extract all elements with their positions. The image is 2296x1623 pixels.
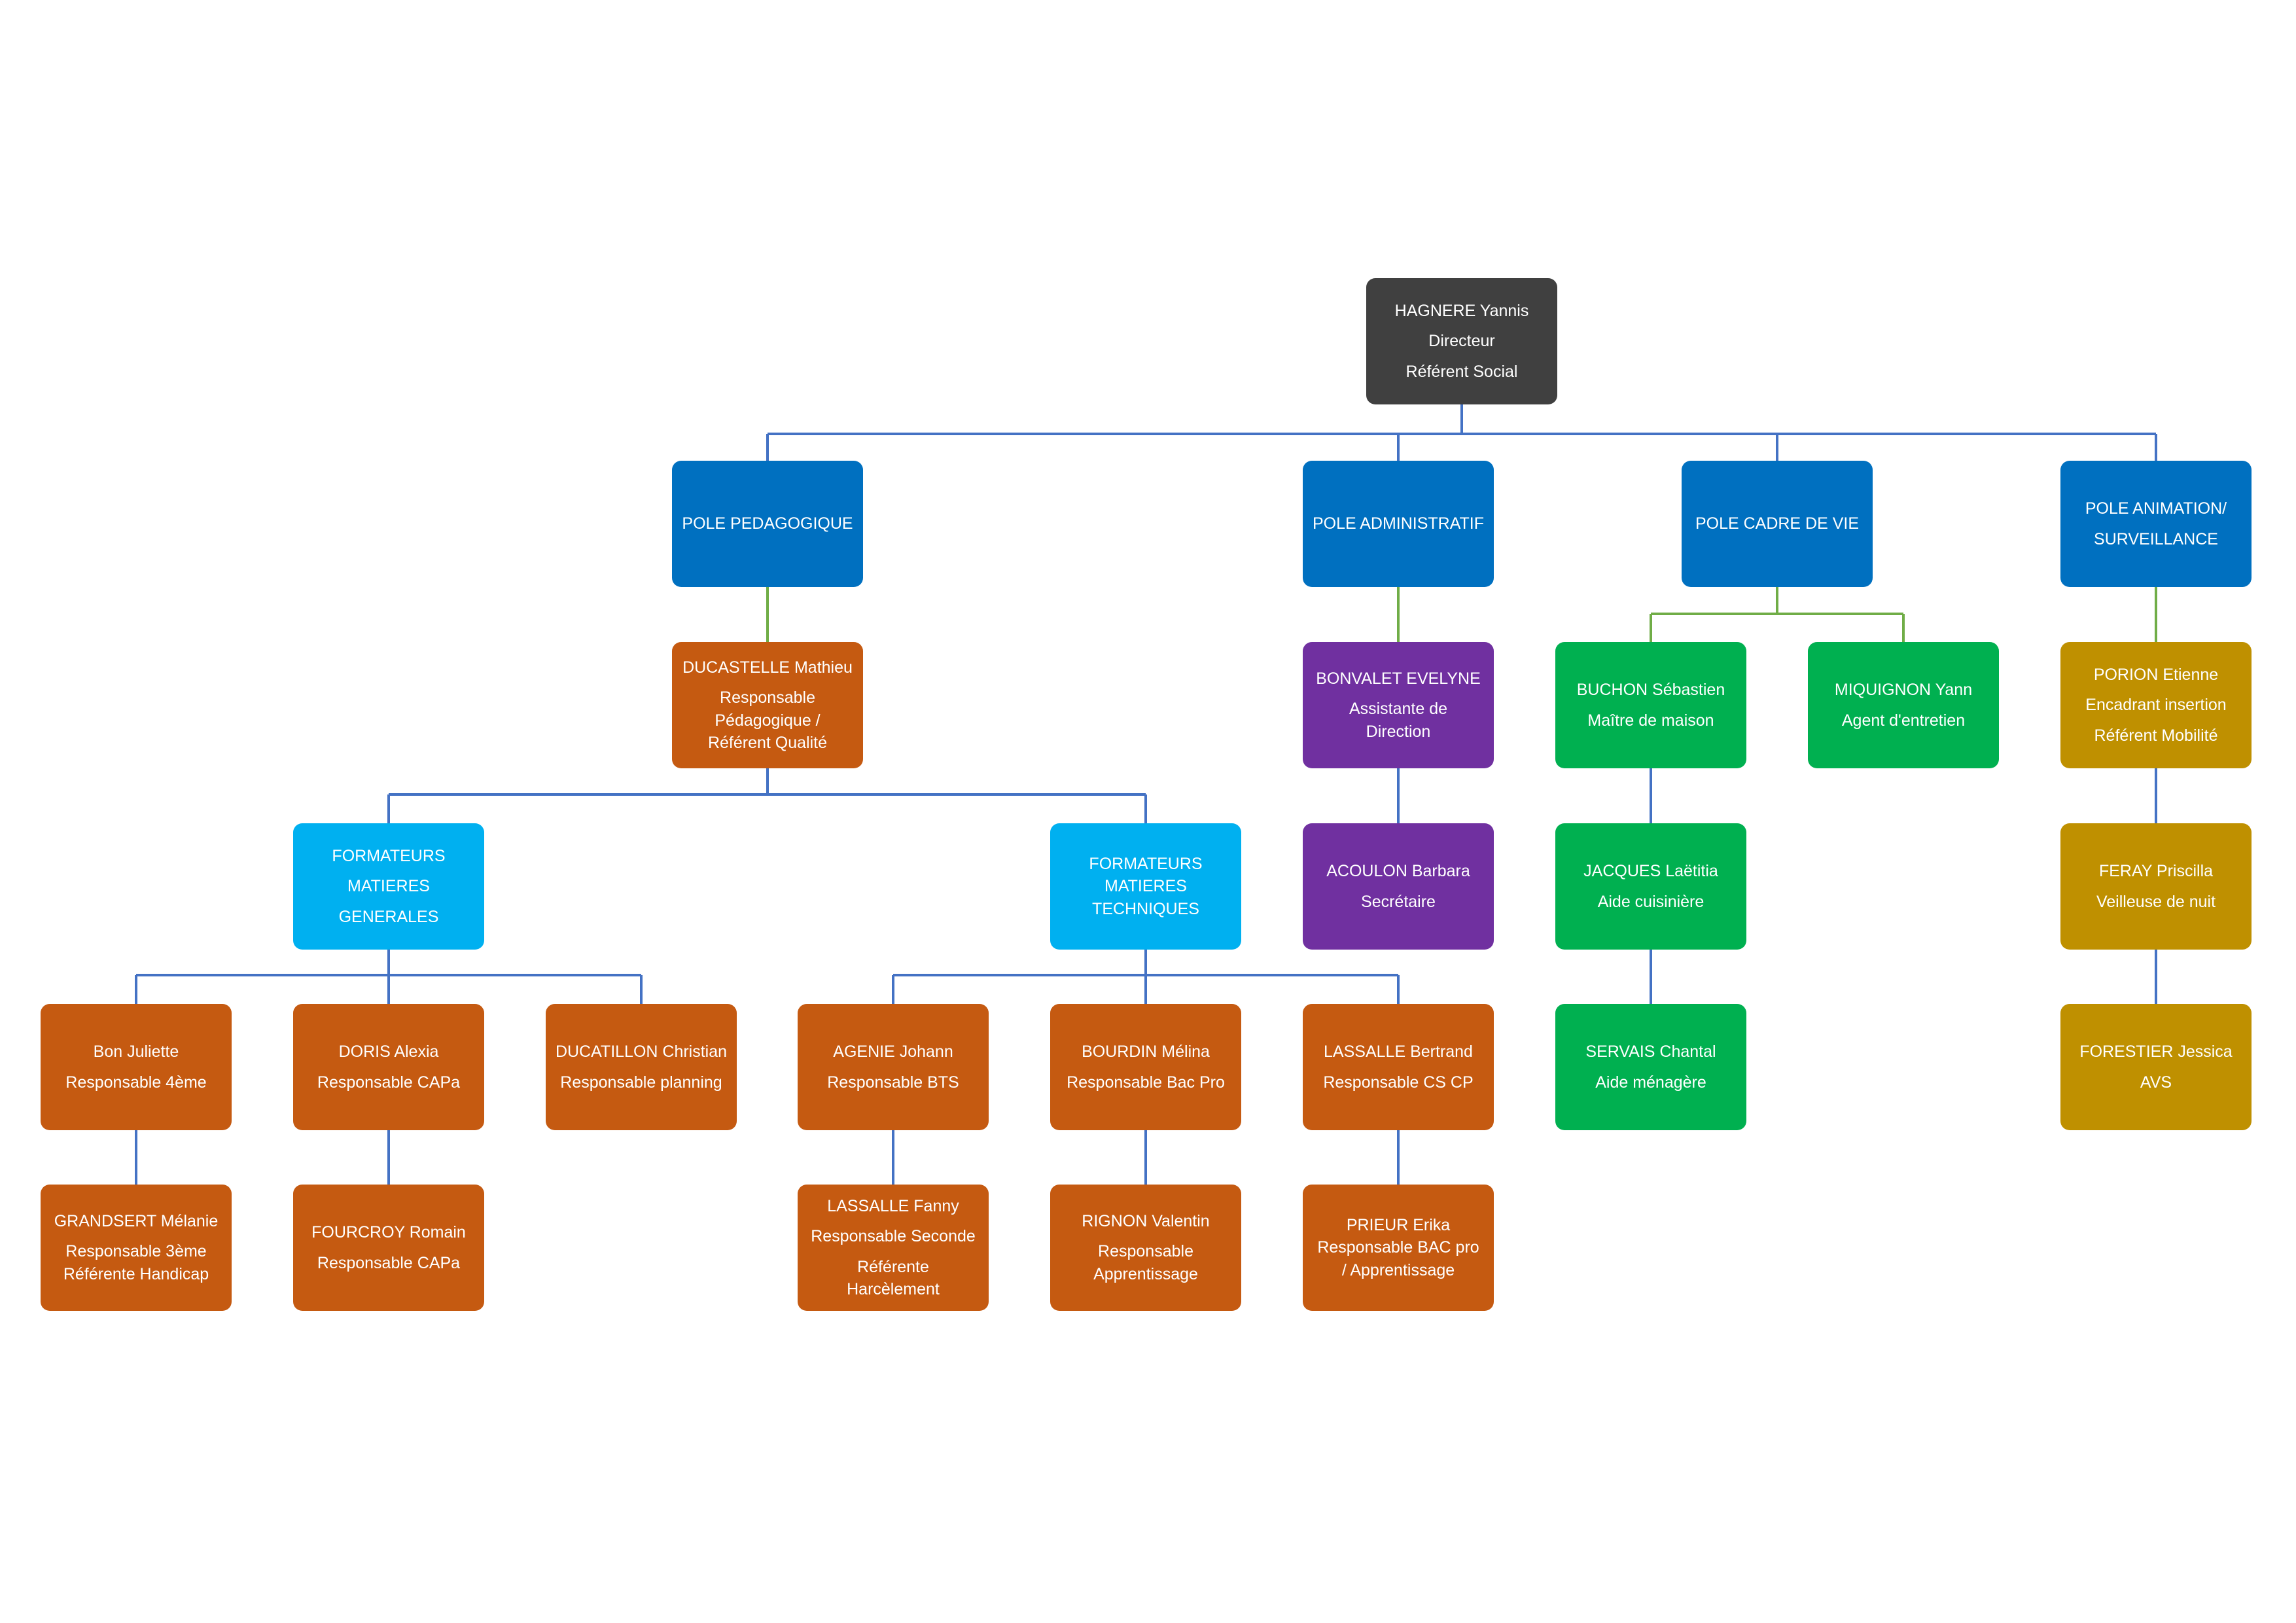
node-pole-animation: POLE ANIMATION/ SURVEILLANCE	[2060, 461, 2252, 587]
node-line: Responsable Seconde	[811, 1227, 976, 1245]
node-lassalle-fanny: LASSALLE Fanny Responsable Seconde Référ…	[798, 1185, 989, 1311]
node-line: BOURDIN Mélina	[1082, 1043, 1210, 1061]
node-pole-pedagogique: POLE PEDAGOGIQUE	[672, 461, 863, 587]
node-forestier: FORESTIER Jessica AVS	[2060, 1004, 2252, 1130]
node-lassalle-bertrand: LASSALLE Bertrand Responsable CS CP	[1303, 1004, 1494, 1130]
node-line: POLE ADMINISTRATIF	[1312, 514, 1485, 533]
node-line: AGENIE Johann	[833, 1043, 953, 1061]
node-rignon: RIGNON Valentin Responsable Apprentissag…	[1050, 1185, 1241, 1311]
node-feray: FERAY Priscilla Veilleuse de nuit	[2060, 823, 2252, 950]
node-line: Aide cuisinière	[1597, 892, 1704, 911]
node-line: Maître de maison	[1587, 711, 1714, 730]
node-line: PORION Etienne	[2093, 665, 2219, 684]
node-pole-cadre-de-vie: POLE CADRE DE VIE	[1682, 461, 1873, 587]
node-line: Aide ménagère	[1595, 1073, 1706, 1092]
node-line: / Apprentissage	[1341, 1260, 1455, 1279]
node-line: Responsable	[1098, 1242, 1193, 1261]
node-line: Pédagogique /	[715, 711, 821, 730]
node-acoulon: ACOULON Barbara Secrétaire	[1303, 823, 1494, 950]
node-grandsert: GRANDSERT Mélanie Responsable 3ème Référ…	[41, 1185, 232, 1311]
node-line: Bon Juliette	[93, 1043, 179, 1061]
node-line: Apprentissage	[1093, 1264, 1198, 1283]
node-line: TECHNIQUES	[1092, 899, 1199, 918]
node-line: FORESTIER Jessica	[2079, 1043, 2233, 1061]
node-line: MIQUIGNON Yann	[1834, 681, 1973, 699]
node-ducastelle: DUCASTELLE Mathieu Responsable Pédagogiq…	[672, 642, 863, 768]
node-formateurs-techniques: FORMATEURS MATIERES TECHNIQUES	[1050, 823, 1241, 950]
node-line: LASSALLE Bertrand	[1324, 1043, 1473, 1061]
node-line: GENERALES	[338, 907, 439, 926]
node-miquignon: MIQUIGNON Yann Agent d'entretien	[1808, 642, 1999, 768]
node-line: SERVAIS Chantal	[1585, 1043, 1716, 1061]
node-line: DUCASTELLE Mathieu	[682, 658, 853, 677]
node-fourcroy: FOURCROY Romain Responsable CAPa	[293, 1185, 484, 1311]
node-line: Référent Social	[1405, 362, 1518, 381]
node-line: Encadrant insertion	[2085, 696, 2227, 715]
node-prieur: PRIEUR Erika Responsable BAC pro / Appre…	[1303, 1185, 1494, 1311]
node-line: MATIERES	[1104, 877, 1187, 896]
node-line: Secrétaire	[1361, 892, 1436, 911]
node-ducatillon: DUCATILLON Christian Responsable plannin…	[546, 1004, 737, 1130]
node-line: Référente	[857, 1257, 929, 1276]
node-line: JACQUES Laëtitia	[1583, 862, 1718, 880]
node-line: HAGNERE Yannis	[1394, 301, 1529, 320]
node-buchon: BUCHON Sébastien Maître de maison	[1555, 642, 1746, 768]
node-line: DUCATILLON Christian	[555, 1043, 728, 1061]
node-line: GRANDSERT Mélanie	[54, 1211, 219, 1230]
node-line: Direction	[1366, 722, 1431, 741]
node-bourdin: BOURDIN Mélina Responsable Bac Pro	[1050, 1004, 1241, 1130]
node-line: BUCHON Sébastien	[1576, 681, 1725, 699]
node-line: Responsable 4ème	[65, 1073, 207, 1092]
node-line: POLE PEDAGOGIQUE	[682, 514, 853, 533]
node-line: FOURCROY Romain	[311, 1223, 466, 1241]
node-line: Référent Mobilité	[2094, 726, 2218, 745]
node-line: Harcèlement	[847, 1280, 940, 1298]
node-line: Responsable CAPa	[317, 1073, 461, 1092]
node-line: BONVALET EVELYNE	[1316, 669, 1481, 688]
node-line: Responsable BAC pro	[1317, 1238, 1479, 1257]
node-line: AVS	[2140, 1073, 2172, 1092]
node-line: FERAY Priscilla	[2098, 862, 2214, 880]
node-bon: Bon Juliette Responsable 4ème	[41, 1004, 232, 1130]
node-line: PRIEUR Erika	[1346, 1215, 1451, 1234]
node-doris: DORIS Alexia Responsable CAPa	[293, 1004, 484, 1130]
node-servais: SERVAIS Chantal Aide ménagère	[1555, 1004, 1746, 1130]
node-line: ACOULON Barbara	[1326, 862, 1470, 880]
node-bonvalet: BONVALET EVELYNE Assistante de Direction	[1303, 642, 1494, 768]
node-line: Responsable Bac Pro	[1067, 1073, 1225, 1092]
node-line: Responsable planning	[560, 1073, 722, 1092]
node-jacques: JACQUES Laëtitia Aide cuisinière	[1555, 823, 1746, 950]
node-line: POLE CADRE DE VIE	[1695, 514, 1860, 533]
node-line: Responsable CAPa	[317, 1253, 461, 1272]
node-line: Référent Qualité	[707, 734, 828, 752]
node-line: Directeur	[1428, 332, 1495, 351]
node-agenie: AGENIE Johann Responsable BTS	[798, 1004, 989, 1130]
node-line: Responsable	[720, 688, 815, 707]
node-line: Référente Handicap	[63, 1264, 209, 1283]
node-line: MATIERES	[347, 877, 430, 896]
node-line: Assistante de	[1349, 700, 1448, 719]
node-line: FORMATEURS	[1089, 854, 1203, 873]
node-hagnere: HAGNERE Yannis Directeur Référent Social	[1366, 278, 1557, 404]
node-line: Responsable BTS	[827, 1073, 959, 1092]
node-formateurs-generales: FORMATEURS MATIERES GENERALES	[293, 823, 484, 950]
node-line: Responsable 3ème	[65, 1242, 207, 1261]
node-line: Responsable CS CP	[1323, 1073, 1474, 1092]
node-line: FORMATEURS	[332, 846, 446, 865]
node-line: RIGNON Valentin	[1082, 1211, 1210, 1230]
node-line: DORIS Alexia	[338, 1043, 439, 1061]
node-pole-administratif: POLE ADMINISTRATIF	[1303, 461, 1494, 587]
node-line: Veilleuse de nuit	[2096, 892, 2216, 911]
node-line: POLE ANIMATION/	[2085, 499, 2227, 518]
node-porion: PORION Etienne Encadrant insertion Référ…	[2060, 642, 2252, 768]
node-line: Agent d'entretien	[1841, 711, 1966, 730]
node-line: LASSALLE Fanny	[827, 1196, 959, 1215]
node-line: SURVEILLANCE	[2094, 529, 2218, 548]
